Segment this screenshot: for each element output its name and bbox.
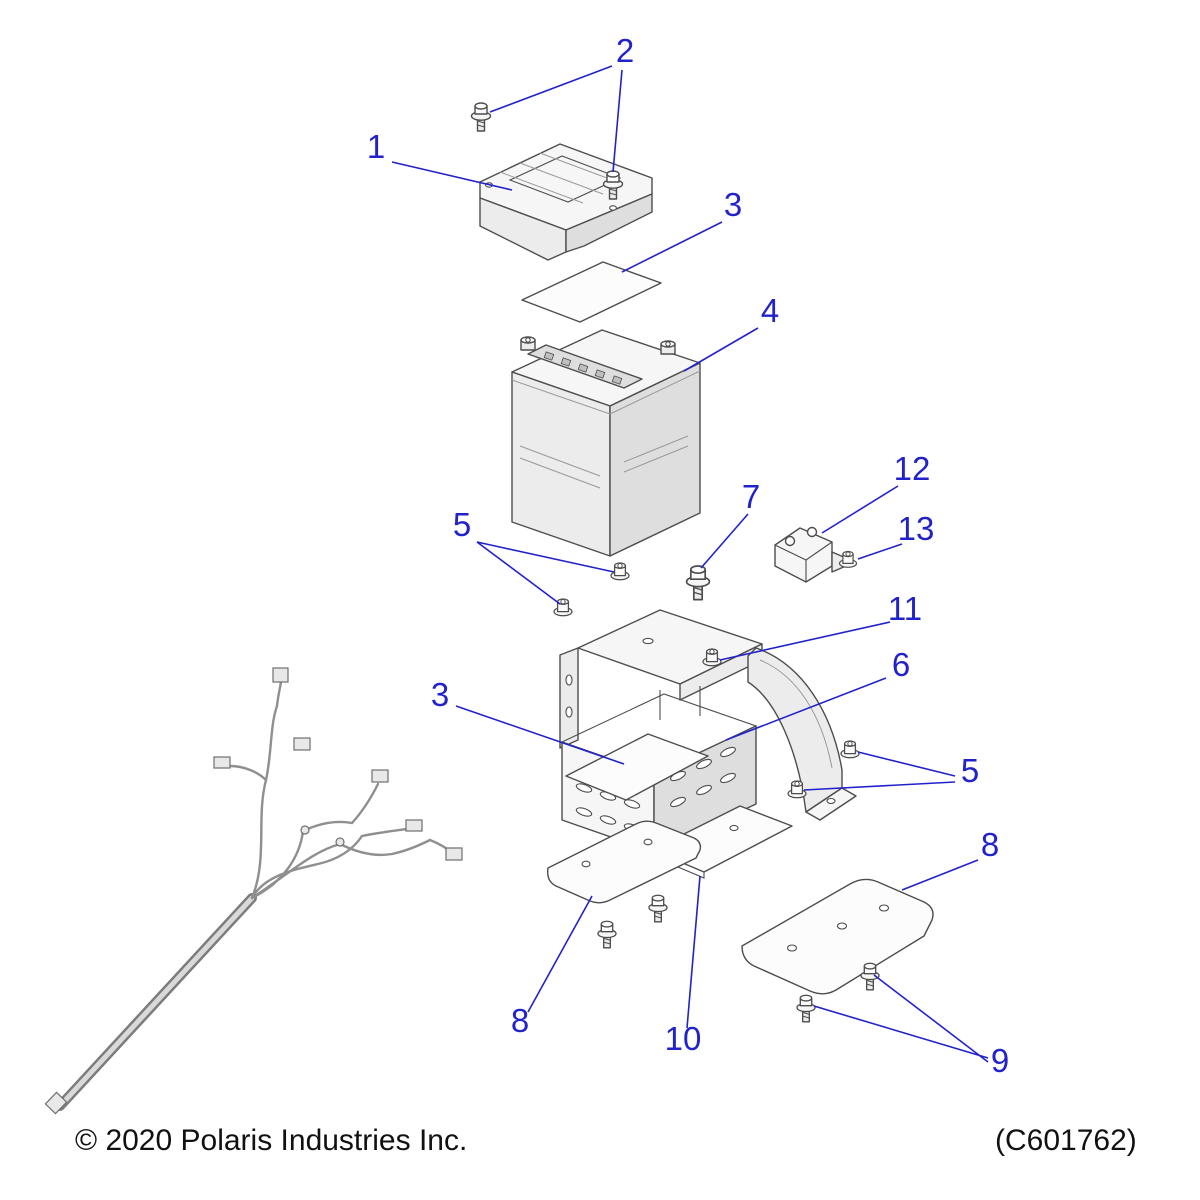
bracket-left [546, 820, 702, 904]
callout-10: 10 [665, 1020, 702, 1057]
solenoid-terminal [784, 535, 796, 547]
callouts: 1 2 3 4 5 3 6 7 5 8 8 9 10 11 12 13 [367, 32, 1009, 1079]
harness-connector [293, 737, 311, 751]
battery-vent-cap [577, 363, 589, 373]
callout-4: 4 [761, 292, 779, 329]
copyright-text: © 2020 Polaris Industries Inc. [75, 1124, 467, 1157]
cover-screw-hole [609, 205, 617, 211]
leader-5c [857, 751, 956, 777]
harness-branch [338, 838, 432, 857]
battery [511, 329, 701, 557]
battery-terminal-negative [520, 336, 536, 351]
foam-pad-lower-sheet [565, 733, 709, 801]
callout-5-right: 5 [961, 752, 979, 789]
callout-3-mid: 3 [431, 676, 449, 713]
leader-5d [803, 781, 956, 791]
leader-13 [857, 543, 903, 560]
harness-connector [371, 769, 389, 783]
battery-label-lines [519, 445, 601, 489]
battery-cover-side [565, 193, 653, 253]
callout-11: 11 [888, 590, 922, 627]
leader-7 [700, 513, 749, 569]
leader-12 [821, 485, 899, 534]
diagram-code: (C601762) [995, 1124, 1137, 1157]
harness-main-cable-highlight [57, 895, 255, 1109]
battery-label-lines [623, 435, 689, 473]
leader-9a [813, 1005, 989, 1059]
harness-end-connector [44, 1091, 68, 1115]
callout-1: 1 [367, 128, 385, 165]
harness-connector [405, 819, 423, 832]
harness-branch [250, 834, 364, 900]
harness-branch [228, 764, 268, 782]
leader-3-mid [455, 705, 625, 765]
battery-cover-panel [508, 155, 622, 203]
tray-bolt-hole [642, 637, 654, 645]
foam-pad-top [521, 261, 662, 323]
harness-clip [335, 837, 345, 847]
harness-branch [350, 782, 380, 825]
bracket-screw [796, 994, 816, 1023]
leader-11 [719, 621, 891, 661]
battery-terminal-positive [660, 340, 676, 355]
leader-lines [391, 65, 989, 1063]
callout-7: 7 [742, 478, 760, 515]
leader-3-top [621, 221, 723, 273]
battery-vent-cap [543, 351, 555, 361]
foam-pad-top-sheet [521, 261, 662, 323]
bracket-left-sheet [546, 820, 702, 904]
callout-9: 9 [991, 1042, 1009, 1079]
tray-bolt [685, 565, 711, 601]
battery-vent-cap [560, 357, 572, 367]
bracket-screw [648, 894, 668, 923]
callout-3-top: 3 [724, 186, 742, 223]
leader-8-left [527, 895, 593, 1013]
leader-6 [725, 677, 887, 741]
flange-nut [840, 740, 860, 759]
battery-cover [479, 143, 653, 261]
bracket-right [741, 878, 934, 995]
callout-2: 2 [616, 32, 634, 69]
cover-screw [470, 102, 492, 132]
leader-10 [686, 875, 701, 1029]
leader-8-right [901, 859, 979, 891]
harness-connector [272, 667, 289, 683]
battery-vent-cap [594, 369, 606, 379]
leader-4 [683, 327, 759, 372]
leader-2a [612, 69, 623, 173]
battery-cover-front [479, 197, 567, 261]
bracket-right-sheet [741, 878, 934, 995]
harness-branch [250, 829, 305, 900]
callout-5-left: 5 [453, 506, 471, 543]
leader-1 [391, 161, 513, 191]
leader-5b [476, 541, 561, 605]
harness-branch [301, 820, 354, 833]
foam-pad-lower [565, 733, 709, 801]
callout-13: 13 [898, 510, 935, 547]
harness-connector [213, 756, 231, 769]
bracket-screw [597, 920, 617, 949]
harness-clip [300, 825, 310, 835]
solenoid [774, 526, 847, 583]
leader-5a [476, 541, 615, 573]
harness-branch [250, 704, 279, 900]
battery-vent-cap [611, 375, 623, 385]
harness-connector [445, 847, 463, 861]
callout-12: 12 [894, 450, 931, 487]
callout-6: 6 [892, 646, 910, 683]
callout-8-left: 8 [511, 1002, 529, 1039]
wiring-harness [44, 667, 463, 1115]
callout-8-right: 8 [981, 826, 999, 863]
leader-9b [873, 974, 989, 1063]
solenoid-terminal [806, 526, 818, 538]
leader-2b [489, 65, 613, 113]
tray-left-bracket [559, 647, 579, 749]
harness-branch [275, 680, 283, 708]
solenoid-body [774, 527, 833, 583]
